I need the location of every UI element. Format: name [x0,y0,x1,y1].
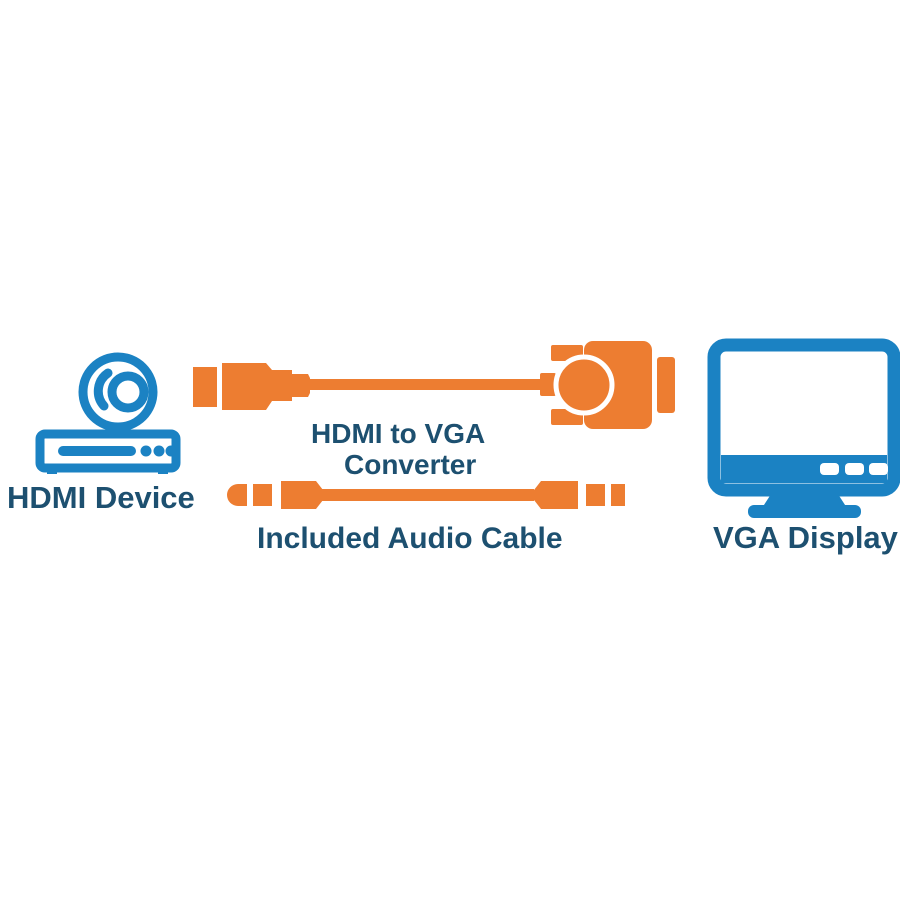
hdmi-device-label: HDMI Device [7,480,195,515]
audio-cable-label: Included Audio Cable [257,522,563,555]
converter-label-line1: HDMI to VGA [311,418,485,449]
disc-outer-ring [78,352,158,432]
monitor-stand-neck [762,488,847,508]
monitor-button-2 [845,463,864,475]
monitor-button-3 [869,463,888,475]
player-foot-left [47,468,57,474]
audio-right-ring [586,484,605,506]
monitor-button-1 [820,463,839,475]
vga-hood-circle [553,354,615,416]
audio-right-barrel [534,481,578,509]
player-button-1 [140,445,152,457]
vga-display-label: VGA Display [713,520,899,555]
audio-left-ring [253,484,272,506]
audio-cable-icon [227,481,625,509]
audio-cable-run [322,489,534,501]
player-button-3 [165,445,177,457]
vga-collar [540,373,556,396]
hdmi-connector-body [222,363,310,410]
audio-right-tip [611,484,625,506]
disc-arc-accent [93,368,113,411]
audio-left-barrel [281,481,323,509]
converter-cable-run [308,379,546,390]
player-foot-right [158,468,168,474]
player-disc-slot [58,446,136,456]
converter-label-line2: Converter [344,449,476,480]
hdmi-to-vga-converter-icon [193,341,675,429]
player-button-2 [153,445,165,457]
hdmi-device-icon [35,352,181,474]
disc-inner-ring [107,371,149,413]
monitor-stand-base [748,505,861,518]
audio-left-tip [227,484,247,506]
hdmi-ferrule-block [193,367,217,407]
vga-end-cap [657,357,675,413]
vga-display-icon [707,338,900,518]
